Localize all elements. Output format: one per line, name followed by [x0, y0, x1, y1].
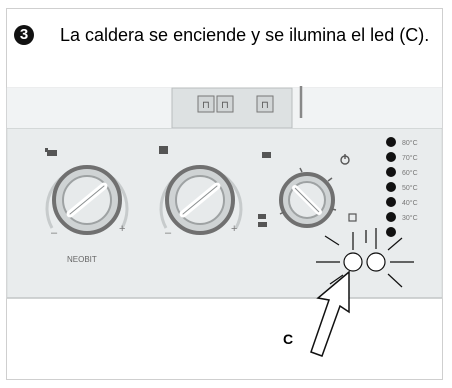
led-label: 30°C — [402, 214, 418, 222]
mode-selector-knob[interactable] — [279, 167, 337, 228]
led-5 — [386, 197, 396, 207]
reset-icon — [348, 213, 357, 222]
radiator-icon — [45, 148, 57, 156]
callout-arrow — [310, 270, 350, 357]
svg-text:⊓: ⊓ — [221, 100, 229, 111]
svg-text:⊓: ⊓ — [202, 100, 210, 111]
led-label: 60°C — [402, 169, 418, 177]
led-7 — [386, 227, 396, 237]
led-c-lit-indicator — [316, 228, 414, 288]
switch-button-3 — [256, 95, 274, 113]
switch-button-1 — [197, 95, 215, 113]
knob-2-plus: + — [231, 223, 237, 235]
led-label: 70°C — [402, 154, 418, 162]
led-1 — [386, 137, 396, 147]
switch-button-2 — [216, 95, 234, 113]
led-label: 50°C — [402, 184, 418, 192]
knob-1-plus: + — [119, 223, 125, 235]
knob-1-heating[interactable] — [45, 165, 129, 235]
svg-text:⊓: ⊓ — [261, 100, 269, 111]
knob-2-minus: – — [165, 227, 172, 239]
temperature-led-column: 80°C 70°C 60°C 50°C 40°C 30°C — [386, 137, 418, 237]
knob-1-minus: – — [51, 227, 58, 239]
led-label: 40°C — [402, 199, 418, 207]
led-2 — [386, 152, 396, 162]
tap-icon — [159, 146, 168, 154]
led-4 — [386, 182, 396, 192]
instruction-text: La caldera se enciende y se ilumina el l… — [60, 25, 430, 45]
led-3 — [386, 167, 396, 177]
power-icon — [340, 154, 350, 165]
panel-brand-label: NEOBIT — [67, 255, 97, 264]
knob-2-hot-water[interactable] — [159, 165, 243, 235]
led-label: 80°C — [402, 139, 418, 147]
led-6 — [386, 212, 396, 222]
callout-label: C — [283, 331, 294, 347]
radiator-tap-icon — [258, 152, 271, 227]
step-number-badge: 3 — [14, 25, 34, 45]
